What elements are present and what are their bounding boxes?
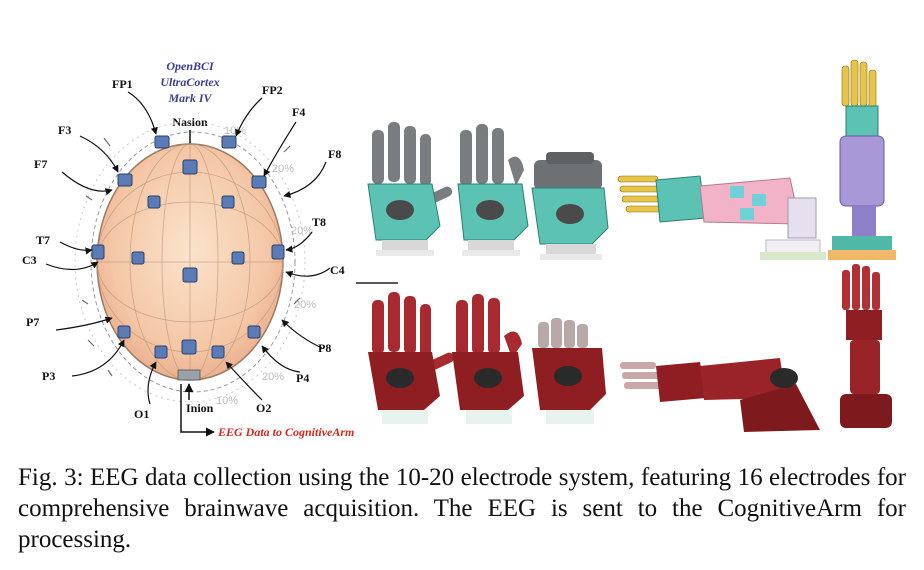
figure-3: OpenBCI UltraCortex Mark IV Nasion bbox=[22, 59, 896, 439]
robot-hand-renders bbox=[356, 59, 896, 432]
pct-label: 10% bbox=[224, 125, 246, 137]
electrode-label: C3 bbox=[22, 253, 37, 267]
inion-label: Inion bbox=[186, 401, 214, 415]
electrode-label: F8 bbox=[328, 147, 341, 161]
teal-arm-vertical bbox=[828, 59, 896, 260]
teal-hand-fist bbox=[531, 152, 609, 260]
electrode-label: P3 bbox=[42, 369, 55, 383]
electrode-label: F4 bbox=[292, 105, 305, 119]
electrode-label: F7 bbox=[34, 157, 47, 171]
red-hand-fist bbox=[532, 318, 606, 424]
teal-hand-open bbox=[367, 122, 453, 256]
red-arm-horizontal bbox=[620, 358, 820, 432]
electrode-label: T7 bbox=[36, 233, 50, 247]
electrode-label: P4 bbox=[296, 371, 309, 385]
teal-hand-pinch bbox=[457, 124, 529, 256]
red-hand-open bbox=[368, 292, 455, 424]
header-line-2: UltraCortex bbox=[160, 75, 219, 89]
pct-label: 20% bbox=[272, 163, 294, 175]
nasion-label: Nasion bbox=[172, 115, 208, 129]
electrode-label: FP2 bbox=[262, 83, 283, 97]
header-line-3: Mark IV bbox=[167, 91, 212, 105]
electrode-label: C4 bbox=[330, 263, 345, 277]
pct-label: 20% bbox=[294, 299, 316, 311]
electrode-label: T8 bbox=[312, 215, 326, 229]
electrode-label: P7 bbox=[26, 315, 39, 329]
electrode-label: O2 bbox=[256, 401, 271, 415]
header-line-1: OpenBCI bbox=[166, 59, 215, 73]
eeg-headset-diagram: OpenBCI UltraCortex Mark IV Nasion bbox=[22, 59, 354, 439]
red-arm-vertical bbox=[840, 264, 892, 428]
electrode-label: FP1 bbox=[112, 77, 133, 91]
electrode-label: P8 bbox=[318, 341, 331, 355]
teal-arm-horizontal bbox=[617, 175, 826, 260]
pct-label: 10% bbox=[216, 395, 238, 407]
pct-label: 20% bbox=[291, 225, 313, 237]
pct-label: 20% bbox=[262, 371, 284, 383]
red-hand-pinch bbox=[452, 294, 524, 424]
figure-caption: Fig. 3: EEG data collection using the 10… bbox=[18, 464, 906, 553]
output-label: EEG Data to CognitiveArm bbox=[217, 425, 354, 439]
electrode-label: O1 bbox=[134, 407, 149, 421]
electrode-label: F3 bbox=[58, 123, 71, 137]
